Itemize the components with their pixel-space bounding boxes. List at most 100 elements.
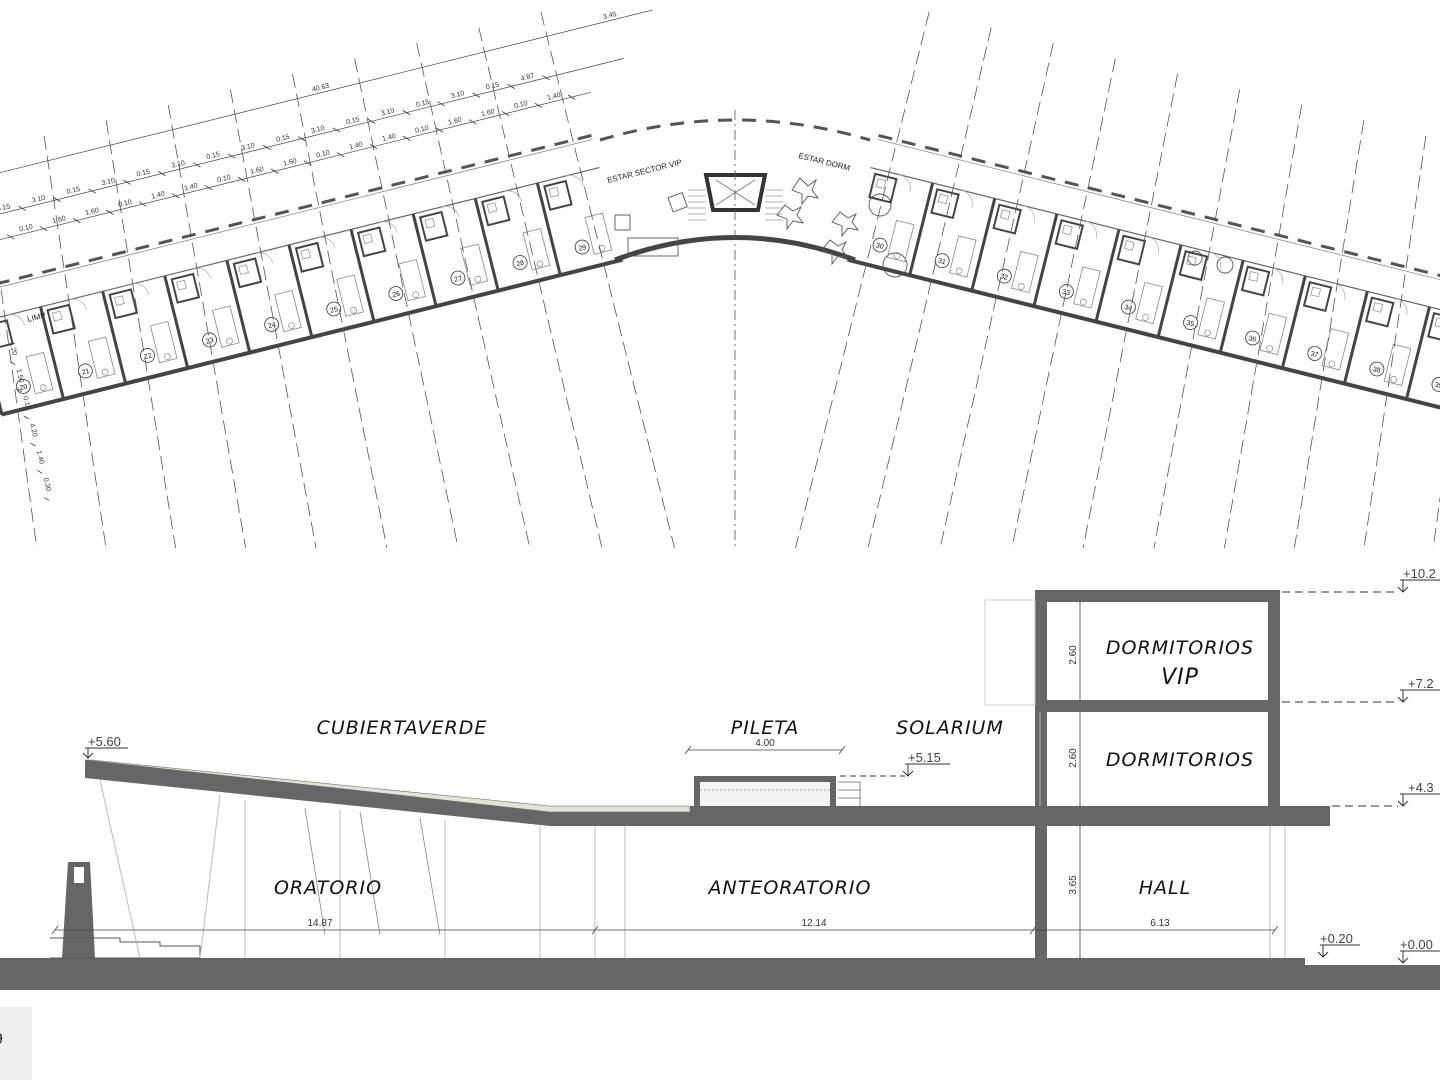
inner-wall (0, 257, 623, 417)
nightstand-icon (1266, 345, 1273, 352)
bed-icon (212, 305, 240, 348)
dimension-tick (297, 136, 306, 142)
room-number: 23 (205, 337, 214, 346)
toilet-icon (1310, 286, 1321, 298)
grid-line (43, 135, 145, 548)
door-swing (7, 314, 25, 326)
dimension-tick (53, 197, 61, 203)
toilet-icon (937, 193, 949, 205)
nightstand-icon (1204, 329, 1211, 337)
door-swing (69, 298, 87, 310)
toilet-icon (114, 295, 125, 306)
room-partition-wall (411, 213, 438, 307)
toilet-icon (1062, 224, 1073, 236)
toilet-icon (486, 202, 498, 213)
dim-row2-value: 1.40 (151, 191, 166, 201)
room-number: 32 (999, 273, 1008, 282)
room-number-circle (574, 239, 590, 255)
door-swing (193, 267, 212, 279)
door-swing (1272, 267, 1284, 285)
door-swing (1023, 205, 1035, 223)
dimension-tick (88, 188, 96, 194)
room-number: 24 (267, 322, 276, 331)
room-number-circle (1245, 330, 1261, 346)
dimension-tick (44, 497, 50, 501)
dimension-tick (18, 205, 27, 211)
dim-row1-value: 0.15 (415, 99, 430, 109)
dim-side-value: 4.20 (28, 423, 38, 438)
room-partition-wall (1405, 306, 1431, 400)
level-top: +10.2 (1403, 566, 1436, 581)
bed-icon (274, 290, 302, 333)
central-lobby: ESTAR SECTOR VIP ESTAR DORM (599, 110, 1234, 548)
dim-row2-value: 1.60 (283, 158, 298, 168)
label-dormitorios: DORMITORIOS (1106, 749, 1254, 771)
room-number: 28 (516, 260, 525, 269)
bathroom (294, 241, 325, 273)
bathroom (1364, 296, 1395, 328)
dimension-tick (72, 218, 81, 224)
door-swing (1396, 298, 1408, 316)
room-30: 30 (868, 172, 935, 276)
toilet-icon (875, 178, 887, 189)
bed-icon (522, 228, 551, 271)
side-dimension-chain: 1.201.500.154.201.400.30 (8, 341, 52, 501)
dim-vip-height: 2.60 (1068, 645, 1079, 665)
grid-line (478, 27, 634, 548)
dim-row1-value: 0.15 (485, 81, 500, 91)
sheet-mark-box: 9 (0, 1007, 32, 1080)
toilet-icon (176, 279, 187, 291)
stair-core (703, 173, 768, 212)
outer-wall-inner-line (877, 138, 1440, 295)
dimension-tick (534, 102, 543, 108)
dim-row2-value: 0.10 (19, 223, 34, 233)
nightstand-icon (350, 306, 358, 314)
toilet-icon (1186, 255, 1197, 267)
room-24: 24 (225, 252, 302, 353)
label-vip: VIP (1161, 665, 1199, 690)
dimension-tick (332, 127, 341, 133)
end-wall (0, 289, 4, 416)
toilet-icon (362, 233, 374, 244)
grid-line (0, 166, 5, 548)
tower-column-right (1268, 590, 1280, 806)
nightstand-icon (1080, 298, 1087, 306)
room-partition-wall (908, 182, 935, 276)
room-partition-wall (473, 198, 500, 292)
room-number: 22 (143, 353, 152, 362)
door-swing (566, 175, 584, 187)
dimension-tick (542, 75, 550, 81)
nightstand-icon (598, 244, 606, 252)
door-swing (1334, 282, 1346, 301)
room-number: 30 (875, 242, 884, 251)
level-markers (82, 579, 1440, 964)
bathroom (930, 188, 960, 220)
dim-row2-value: 1.60 (52, 215, 67, 225)
room-36: 36 (1240, 265, 1307, 369)
dimension-tick (270, 168, 279, 174)
dimension-tick (30, 442, 36, 447)
door-swing (380, 221, 398, 233)
toilet-icon (999, 209, 1011, 220)
dim-row2-value: 0.10 (415, 125, 430, 135)
room-number-circle (1431, 377, 1440, 392)
room-number-circle (15, 379, 31, 394)
room-21: 21 (39, 298, 116, 400)
dim-row2-value: 0.10 (316, 149, 331, 159)
room-number: 35 (1186, 320, 1195, 329)
room-number-circle (388, 286, 404, 301)
toilet-icon (1248, 271, 1259, 282)
dim-row2-value: 1.60 (448, 117, 463, 127)
dim-right: 3.45 (602, 11, 617, 21)
level-dorm: +4.3 (1408, 780, 1434, 795)
bathroom (1427, 311, 1440, 343)
glazing-lines (99, 712, 1286, 959)
door-swing (131, 283, 150, 295)
room-number-circle (140, 348, 155, 363)
grid-line (1255, 120, 1365, 548)
room-number: 37 (1310, 351, 1319, 360)
room-partition-wall (1218, 260, 1245, 353)
furniture (614, 177, 1234, 278)
door-swing (961, 189, 973, 208)
nightstand-icon (536, 260, 544, 268)
